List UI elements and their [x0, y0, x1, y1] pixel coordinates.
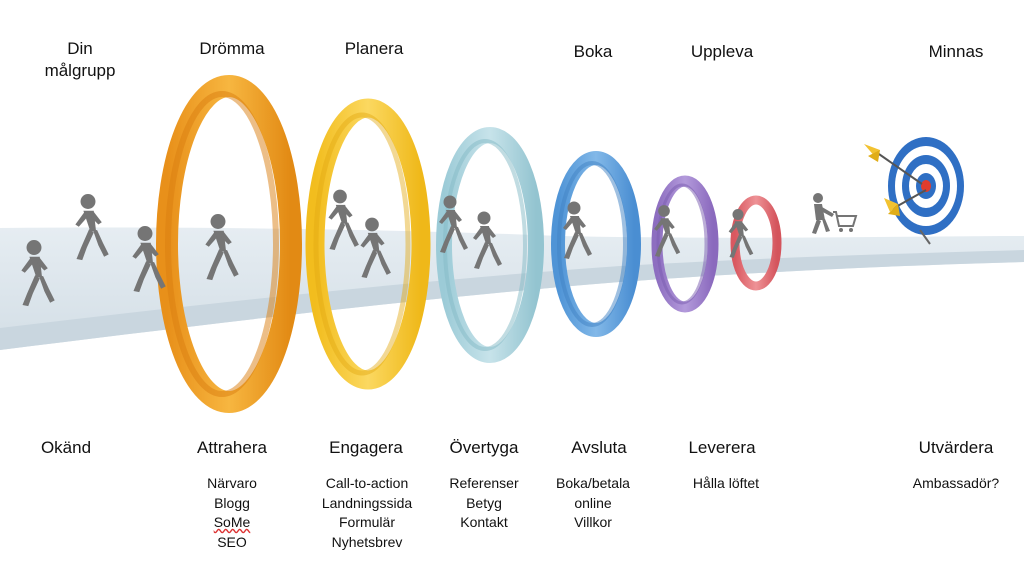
- stage-bottom-label: Attrahera: [197, 438, 267, 457]
- stage-item: Villkor: [574, 514, 612, 530]
- stage-item: Blogg: [214, 494, 250, 511]
- stage-item: Hålla löftet: [692, 475, 760, 491]
- arrow-icon: [864, 144, 923, 185]
- stage-item: Ambassadör?: [912, 475, 1000, 491]
- shopping-cart-person-icon: [812, 193, 858, 234]
- stage-top-label-line: målgrupp: [44, 61, 116, 80]
- ring-planera: [305, 98, 431, 390]
- stage-top-label: Uppleva: [690, 42, 754, 61]
- stage-item: Boka/betala: [556, 475, 630, 491]
- stage-top-label: Minnas: [928, 42, 984, 61]
- stage-top-label: Din målgrupp: [40, 38, 120, 82]
- stage-items: Referenser Betyg Kontakt: [424, 474, 544, 533]
- stage-items: Närvaro Blogg SoMe SEO: [172, 474, 292, 552]
- ring-leverera: [730, 195, 782, 291]
- stage-top-label: Planera: [344, 39, 404, 58]
- ring-boka: [551, 151, 641, 337]
- stage-bottom-label: Utvärdera: [918, 438, 994, 457]
- ring-uppleva: [651, 175, 719, 313]
- stage-bottom-label: Engagera: [329, 438, 403, 457]
- stage-item: Call-to-action: [325, 475, 409, 491]
- stage-item: Närvaro: [207, 475, 257, 491]
- stage-item: Betyg: [466, 494, 502, 511]
- stage-item: Formulär: [338, 514, 395, 530]
- stage-items: Hålla löftet: [666, 474, 786, 494]
- stage-top-label-line: Din: [67, 39, 93, 58]
- stage-bottom-label: Leverera: [688, 438, 756, 457]
- stage-top-label: Drömma: [199, 39, 265, 58]
- stage-items: Boka/betala online Villkor: [533, 474, 653, 533]
- stage-item: Kontakt: [460, 514, 508, 530]
- ring-dromma: [156, 75, 302, 413]
- stage-top-label: Boka: [573, 42, 613, 61]
- arrow-icon: [884, 189, 927, 216]
- stage-bottom-label: Avsluta: [571, 438, 627, 457]
- stage-item: SoMe: [213, 514, 251, 530]
- stage-item: Referenser: [449, 475, 519, 491]
- stage-item: SEO: [217, 533, 247, 550]
- journey-path: [0, 227, 1024, 350]
- stage-bottom-label: Övertyga: [449, 438, 519, 457]
- stage-items: Call-to-action Landningssida Formulär Ny…: [300, 474, 434, 552]
- target-icon: [888, 137, 964, 245]
- stage-item: online: [574, 494, 612, 511]
- stage-bottom-label: Okänd: [40, 438, 92, 457]
- stage-items: Ambassadör?: [896, 474, 1016, 494]
- stage-item: Landningssida: [321, 494, 413, 511]
- stage-item: Nyhetsbrev: [331, 533, 403, 550]
